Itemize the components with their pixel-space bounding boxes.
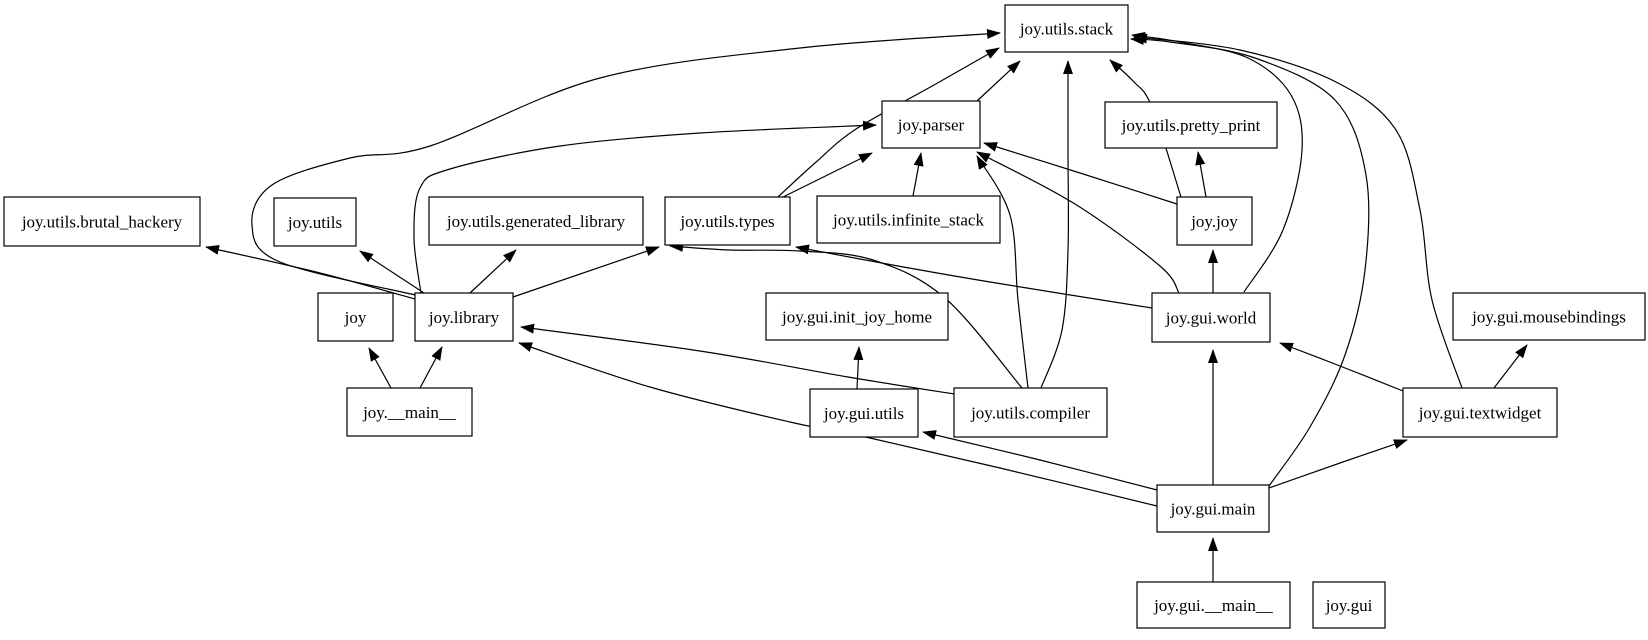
node-label: joy.__main__	[362, 403, 456, 422]
node-joy.utils.compiler: joy.utils.compiler	[953, 387, 1108, 438]
node-box	[881, 100, 981, 149]
edge-joy.joy->joy.utils.pretty_print	[1195, 151, 1207, 198]
edge-joy.library->joy.utils	[359, 250, 425, 294]
node-joy: joy	[317, 292, 394, 342]
edge-joy.gui.world->joy.parser	[976, 151, 1180, 294]
node-label: joy.joy	[1190, 212, 1238, 231]
node-joy.utils.types: joy.utils.types	[664, 196, 791, 246]
edge-joy.gui.textwidget->joy.gui.mousebindings	[1493, 344, 1528, 389]
node-box	[1004, 4, 1129, 53]
node-box	[1104, 101, 1278, 149]
node-box	[1151, 292, 1271, 343]
node-box	[765, 292, 949, 341]
node-label: joy.gui.mousebindings	[1471, 308, 1626, 327]
node-joy.utils.brutal_hackery: joy.utils.brutal_hackery	[3, 196, 201, 247]
edge-joy.library->joy.utils.types	[512, 246, 660, 298]
node-label: joy.gui.textwidget	[1418, 404, 1542, 423]
node-box	[1176, 196, 1253, 246]
node-joy.parser: joy.parser	[881, 100, 981, 149]
node-box	[809, 388, 919, 438]
node-label: joy.gui.utils	[823, 404, 904, 423]
node-box	[3, 196, 201, 247]
node-box	[273, 197, 357, 247]
node-joy.gui.main: joy.gui.main	[1156, 484, 1270, 533]
node-label: joy.gui.world	[1165, 309, 1257, 328]
node-label: joy.gui.init_joy_home	[781, 308, 932, 327]
node-box	[1156, 484, 1270, 533]
node-joy.gui: joy.gui	[1312, 581, 1386, 629]
node-label: joy.utils.pretty_print	[1121, 116, 1261, 135]
node-joy.gui.textwidget: joy.gui.textwidget	[1402, 387, 1558, 438]
node-joy.utils.stack: joy.utils.stack	[1004, 4, 1129, 53]
edge-joy.utils.types->joy.utils.stack	[777, 47, 1000, 198]
node-label: joy.utils.compiler	[970, 404, 1090, 423]
node-box	[428, 196, 644, 246]
node-box	[1402, 387, 1558, 438]
edge-joy.library->joy.utils.generated_library	[469, 249, 517, 294]
node-box	[816, 195, 1001, 244]
node-label: joy.gui.main	[1170, 500, 1256, 519]
node-joy.utils: joy.utils	[273, 197, 357, 247]
edge-joy.gui.world->joy.utils.stack	[1131, 31, 1303, 293]
node-joy.__main__: joy.__main__	[346, 387, 473, 437]
node-joy.utils.infinite_stack: joy.utils.infinite_stack	[816, 195, 1001, 244]
edge-joy.gui.main->joy.utils.stack	[1130, 35, 1370, 487]
edge-joy.library->joy.utils.stack	[251, 28, 1001, 297]
edge-joy.gui.textwidget->joy.gui.world	[1279, 342, 1404, 392]
edge-joy.gui.world->joy.utils.types	[795, 244, 1153, 309]
edge-layer	[205, 28, 1528, 582]
node-joy.joy: joy.joy	[1176, 196, 1253, 246]
node-label: joy.library	[428, 308, 500, 327]
node-box	[1452, 292, 1646, 341]
edge-joy.gui.textwidget->joy.utils.stack	[1133, 33, 1463, 389]
node-label: joy.utils.types	[679, 212, 774, 231]
node-joy.gui.mousebindings: joy.gui.mousebindings	[1452, 292, 1646, 341]
node-label: joy.gui	[1325, 596, 1373, 615]
edge-joy.library->joy.utils.brutal_hackery	[205, 244, 416, 300]
node-box	[414, 292, 514, 342]
node-layer: joy.utils.stack joy.parser joy.utils.prett…	[3, 4, 1646, 629]
edge-joy.gui.main->joy.gui.utils	[922, 430, 1158, 491]
edge-joy.utils.compiler->joy.utils.stack	[1040, 60, 1073, 389]
edge-joy.__main__->joy	[368, 347, 392, 389]
node-label: joy	[344, 308, 367, 327]
edge-joy.parser->joy.utils.stack	[976, 60, 1021, 102]
node-label: joy.utils.generated_library	[446, 212, 626, 231]
node-box	[346, 387, 473, 437]
node-box	[1312, 581, 1386, 629]
node-joy.gui.init_joy_home: joy.gui.init_joy_home	[765, 292, 949, 341]
node-box	[664, 196, 791, 246]
edge-joy.__main__->joy.library	[419, 346, 443, 389]
node-box	[317, 292, 394, 342]
edge-joy.gui.utils->joy.gui.init_joy_home	[853, 346, 864, 390]
edge-joy.utils.compiler->joy.library	[520, 323, 955, 395]
node-label: joy.utils.infinite_stack	[832, 211, 984, 230]
node-joy.utils.generated_library: joy.utils.generated_library	[428, 196, 644, 246]
edge-joy.library->joy.parser	[413, 120, 877, 294]
node-joy.gui.__main__: joy.gui.__main__	[1136, 581, 1291, 629]
node-joy.gui.utils: joy.gui.utils	[809, 388, 919, 438]
edge-joy.gui.main->joy.gui.textwidget	[1268, 439, 1408, 489]
edge-joy.joy->joy.parser	[983, 142, 1178, 205]
node-joy.utils.pretty_print: joy.utils.pretty_print	[1104, 101, 1278, 149]
edge-joy.utils.types->joy.parser	[782, 152, 873, 198]
edge-joy.joy->joy.utils.stack	[1109, 59, 1182, 198]
edge-joy.utils.compiler->joy.parser	[976, 155, 1029, 389]
node-label: joy.utils.stack	[1019, 20, 1114, 39]
node-joy.library: joy.library	[414, 292, 514, 342]
node-label: joy.utils	[287, 213, 342, 232]
node-joy.gui.world: joy.gui.world	[1151, 292, 1271, 343]
node-label: joy.gui.__main__	[1153, 596, 1273, 615]
node-label: joy.parser	[897, 116, 965, 135]
node-box	[1136, 581, 1291, 629]
node-label: joy.utils.brutal_hackery	[21, 213, 183, 232]
edge-joy.utils.compiler->joy.utils.types	[669, 241, 1023, 389]
node-box	[953, 387, 1108, 438]
edge-joy.utils.infinite_stack->joy.parser	[912, 152, 924, 197]
